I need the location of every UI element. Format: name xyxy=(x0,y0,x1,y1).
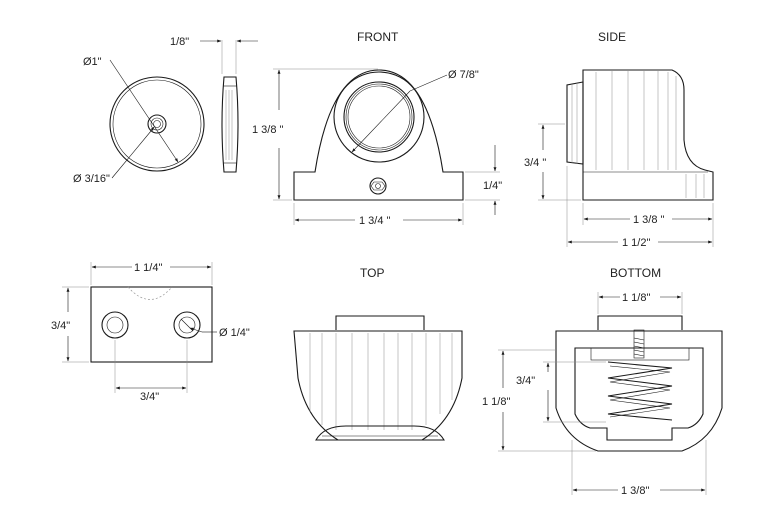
plate-spacing-label: 3/4" xyxy=(140,391,159,403)
disc-thickness-label: 1/8" xyxy=(170,36,189,48)
side-depth-label: 1 3/8 " xyxy=(633,214,665,226)
plate-hole-label: Ø 1/4" xyxy=(219,327,250,339)
disc-hole-label: Ø 3/16" xyxy=(73,173,110,185)
disc-diameter-label: Ø1" xyxy=(83,56,102,68)
plate-width-label: 1 1/4" xyxy=(134,262,162,274)
front-width-label: 1 3/4 " xyxy=(359,215,391,227)
disc-view: Ø1" Ø 3/16" xyxy=(73,56,205,185)
front-title: FRONT xyxy=(357,30,399,44)
front-base-label: 1/4" xyxy=(483,180,502,192)
plate-view: 1 1/4" 3/4" 3/4" Ø 1/4" xyxy=(51,262,250,403)
side-title: SIDE xyxy=(598,30,626,44)
top-title: TOP xyxy=(360,266,384,280)
front-bore-label: Ø 7/8" xyxy=(448,69,479,81)
bottom-title: BOTTOM xyxy=(610,266,661,280)
side-view: SIDE 3/4 " 1 3/8 " 1 1/2" xyxy=(524,30,714,249)
side-height-label: 3/4 " xyxy=(524,157,546,169)
top-view: TOP xyxy=(293,266,463,441)
bottom-view: BOTTOM 1 1/8" 3/4" 1 1/8" xyxy=(482,266,723,497)
bottom-width-label: 1 3/8" xyxy=(621,485,649,497)
front-view: FRONT Ø 7/8" 1 3/8 " 1/4" 1 3/4 " xyxy=(252,30,502,227)
bottom-spring-label: 3/4" xyxy=(516,375,535,387)
bottom-top-width-label: 1 1/8" xyxy=(622,292,650,304)
side-total-label: 1 1/2" xyxy=(622,237,650,249)
front-height-label: 1 3/8 " xyxy=(252,124,284,136)
plate-height-label: 3/4" xyxy=(51,320,70,332)
bottom-height-label: 1 1/8" xyxy=(482,396,510,408)
disc-edge-view: 1/8" xyxy=(170,36,258,173)
